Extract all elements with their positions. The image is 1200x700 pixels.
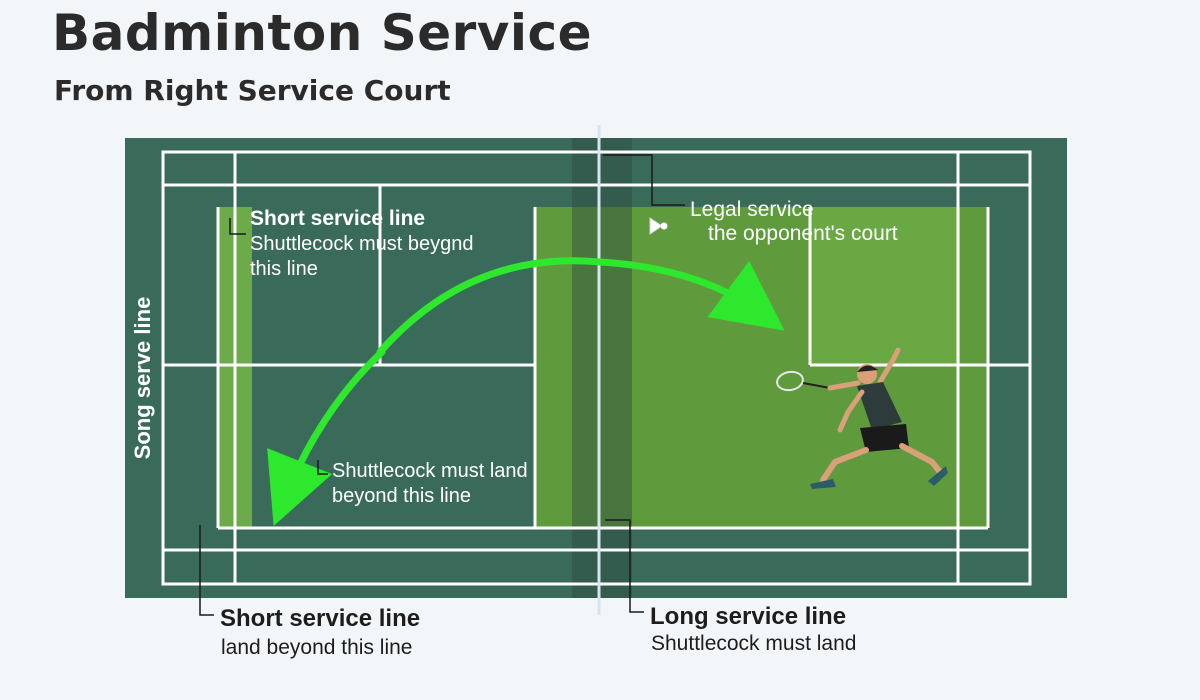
bottom-short-service-text: land beyond this line [221,636,413,659]
shuttlecock-icon [649,217,668,235]
long-service-line-label: Song serve line [130,296,155,460]
short-service-callout-title: Short service line [250,207,426,230]
callout-leaders [199,154,685,616]
court-lines [161,150,1032,586]
net-band [572,138,632,598]
bottom-short-service-title: Short service line [220,605,421,632]
player-icon [776,347,948,489]
page-title: Badminton Service [52,4,593,62]
page-subtitle: From Right Service Court [54,74,451,107]
land-beyond-callout-line1: Shuttlecock must land [332,460,528,482]
serve-trajectory-right [376,257,785,356]
legal-service-callout-line1: Legal service [690,198,814,221]
land-beyond-callout-line2: beyond this line [332,485,471,507]
serve-trajectory-left [267,348,386,526]
target-service-box [810,207,960,365]
bottom-long-service-text: Shuttlecock must land [651,632,857,655]
short-service-callout-line2: this line [250,258,318,280]
short-service-callout-line1: Shuttlecock must beygnd [250,233,474,255]
legal-service-callout-line2: the opponent's court [708,222,898,245]
bottom-long-service-title: Long service line [650,603,847,630]
